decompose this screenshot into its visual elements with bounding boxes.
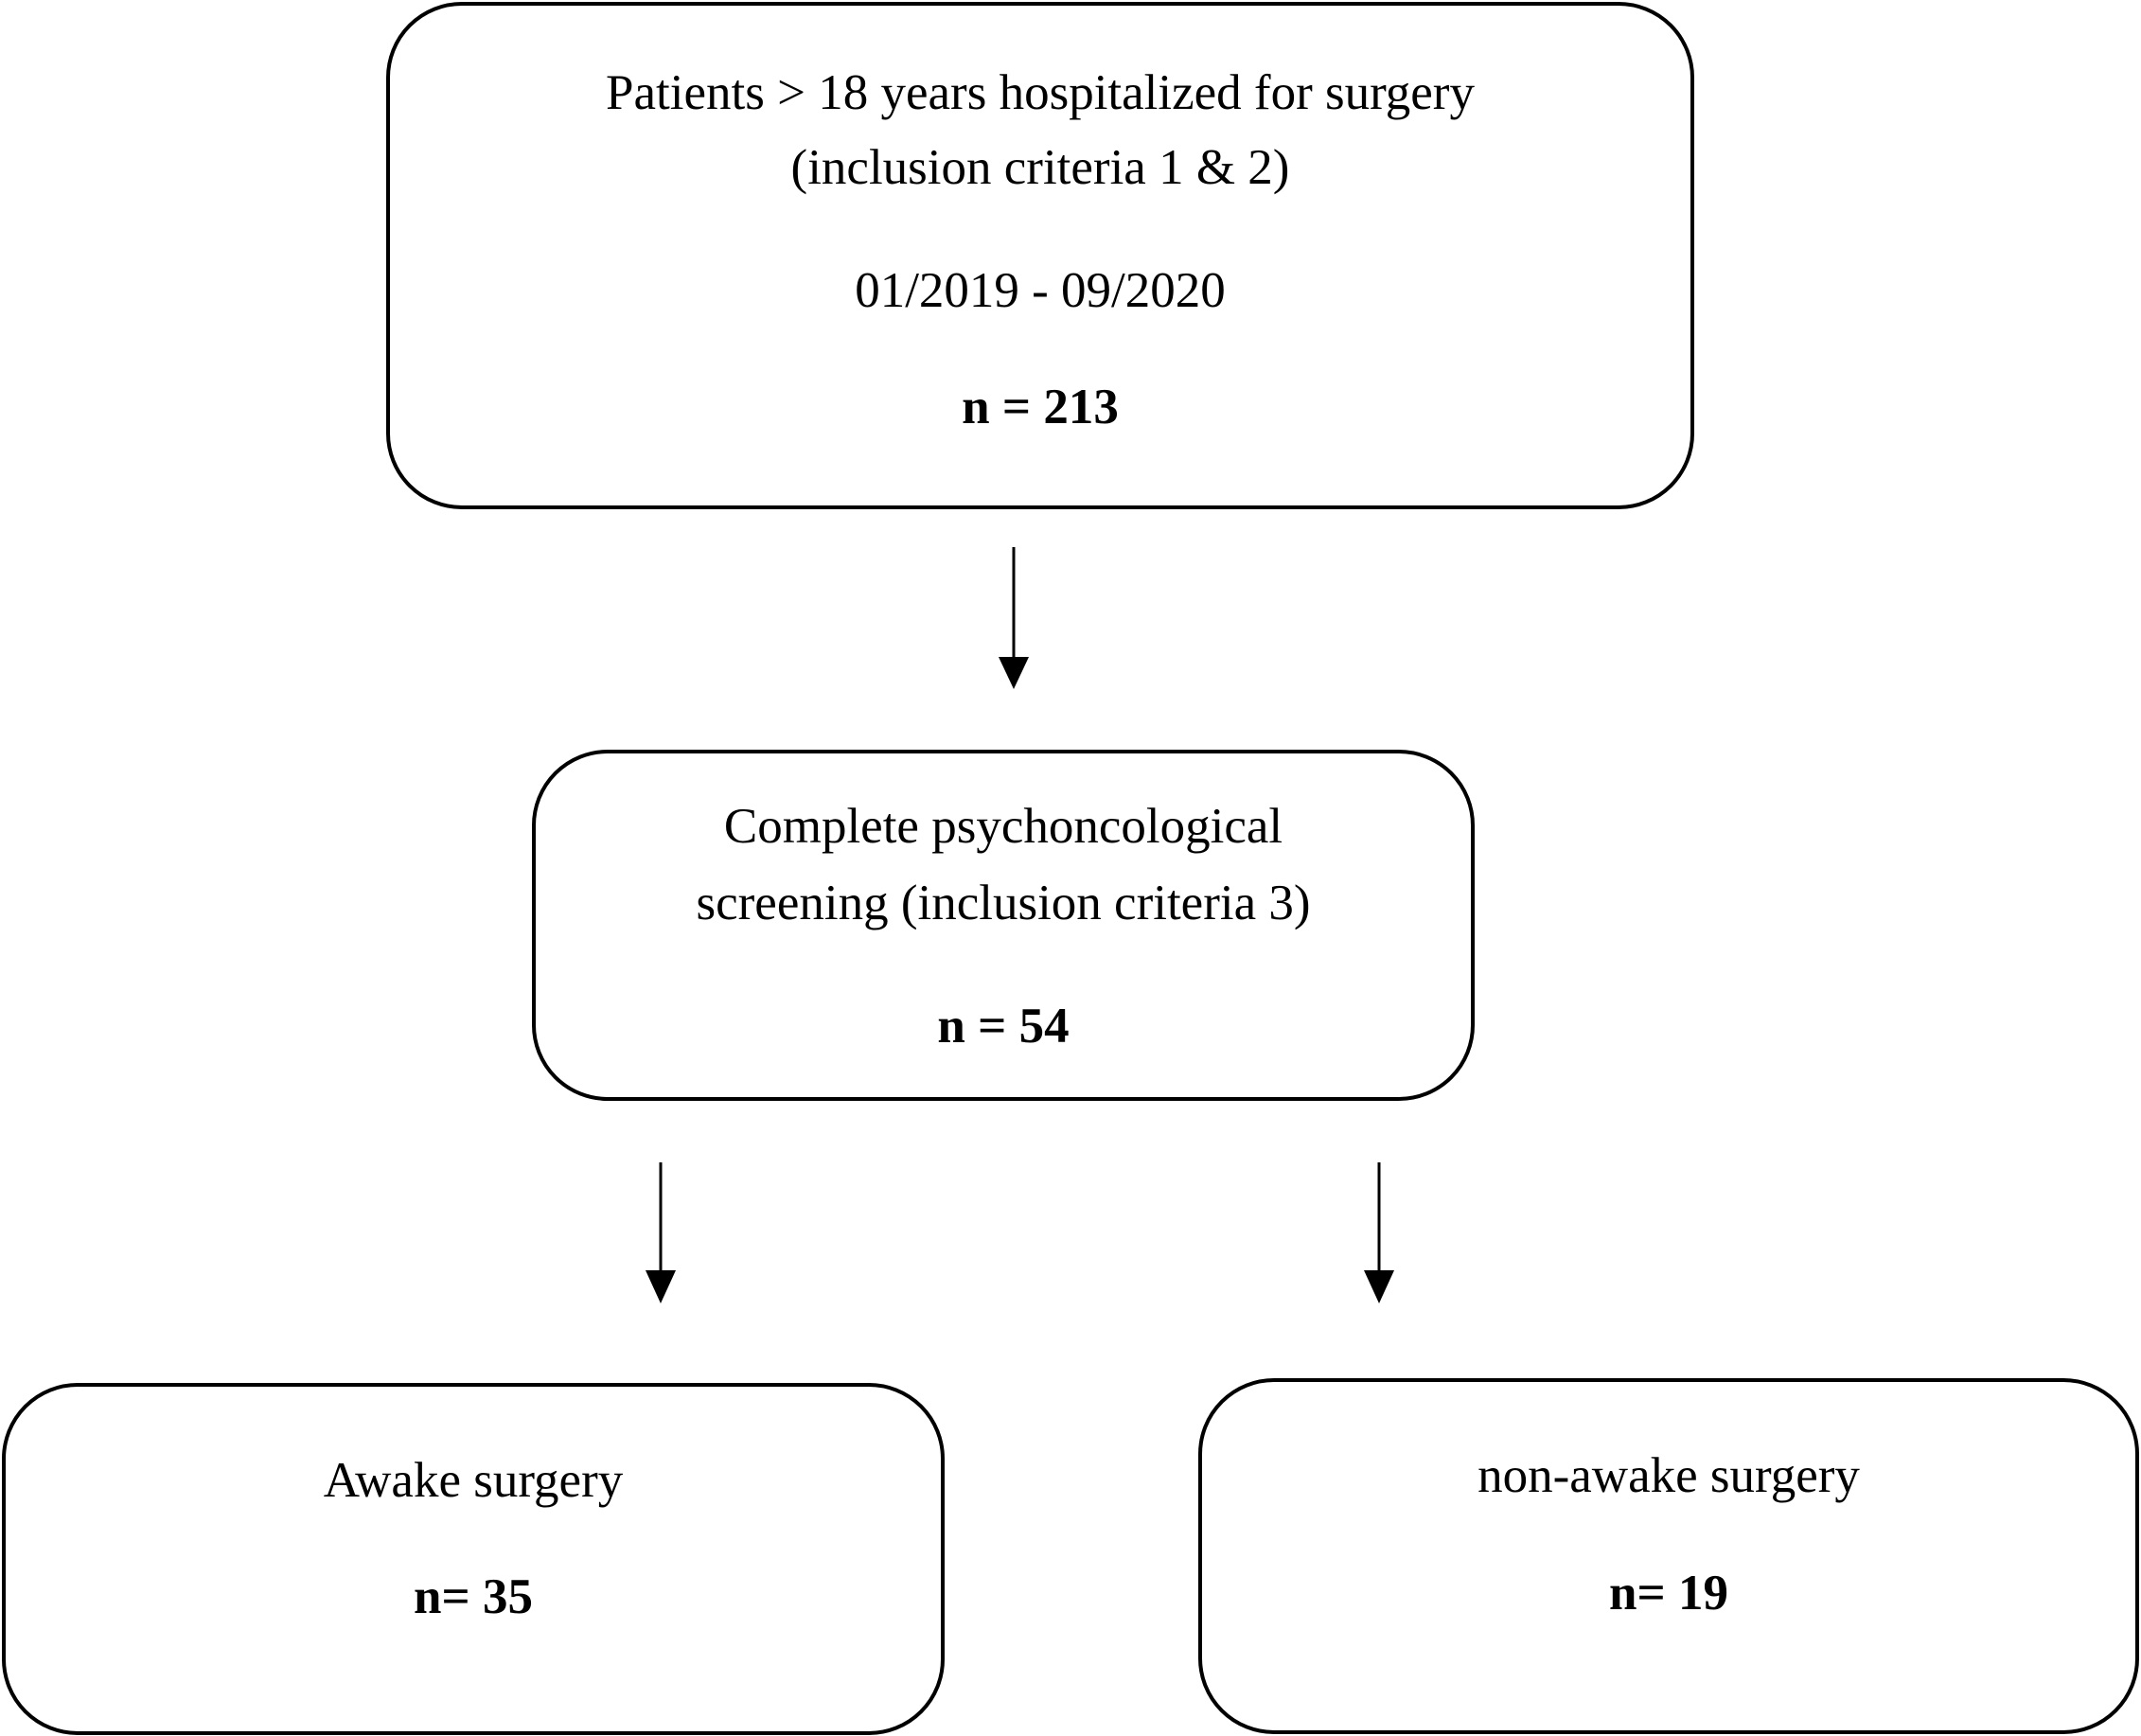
node-awake-surgery-label: Awake surgery <box>323 1453 624 1508</box>
node-all-patients: Patients > 18 years hospitalized for sur… <box>386 2 1694 509</box>
node-non-awake-surgery: non-awake surgery n= 19 <box>1198 1378 2139 1734</box>
arrow-middle-to-left <box>646 1162 676 1303</box>
arrow-top-to-middle <box>999 547 1029 689</box>
arrow-middle-to-right <box>1364 1162 1394 1303</box>
node-screening-count: n = 54 <box>937 999 1070 1054</box>
node-awake-surgery-count: n= 35 <box>414 1569 533 1624</box>
node-screening-line2: screening (inclusion criteria 3) <box>696 876 1311 930</box>
node-all-patients-line1: Patients > 18 years hospitalized for sur… <box>606 65 1475 120</box>
node-screening: Complete psychoncological screening (inc… <box>532 750 1475 1101</box>
node-non-awake-surgery-count: n= 19 <box>1609 1566 1728 1621</box>
node-all-patients-count: n = 213 <box>962 380 1119 434</box>
node-all-patients-line2: (inclusion criteria 1 & 2) <box>790 140 1290 195</box>
node-all-patients-period: 01/2019 - 09/2020 <box>855 263 1226 318</box>
node-awake-surgery: Awake surgery n= 35 <box>2 1383 945 1735</box>
node-screening-line1: Complete psychoncological <box>723 799 1283 854</box>
node-non-awake-surgery-label: non-awake surgery <box>1477 1448 1860 1503</box>
